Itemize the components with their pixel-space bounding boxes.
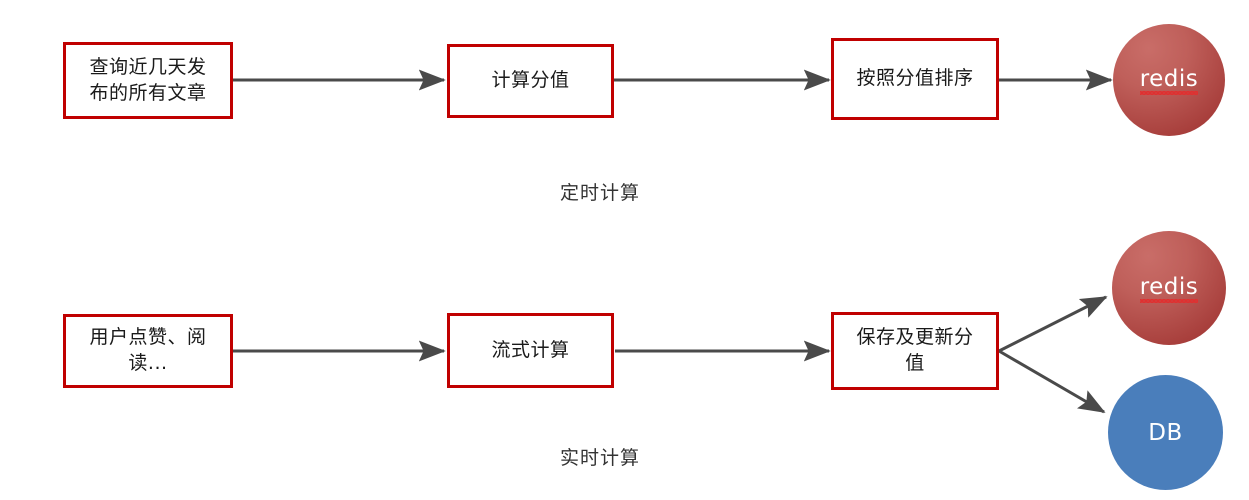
node-redis-store-1[interactable]: redis	[1113, 24, 1225, 136]
node-label: 计算分值	[491, 69, 570, 92]
node-label: 用户点赞、阅 读...	[89, 325, 206, 376]
node-label-line1: 用户点赞、阅	[89, 326, 207, 349]
node-label-line2: 读...	[128, 352, 168, 374]
connector-save-to-redis2	[998, 295, 1108, 353]
node-sort-by-score[interactable]: 按照分值排序	[831, 38, 999, 120]
node-label-line2: 值	[905, 352, 925, 374]
node-label: 保存及更新分 值	[856, 325, 973, 376]
node-label: 查询近几天发 布的所有文章	[89, 55, 206, 106]
caption-text: 实时计算	[560, 447, 641, 469]
node-compute-score[interactable]: 计算分值	[447, 44, 614, 118]
node-query-articles[interactable]: 查询近几天发 布的所有文章	[63, 42, 233, 119]
node-label: DB	[1148, 419, 1183, 446]
node-label-line2: 布的所有文章	[89, 81, 207, 104]
node-label: 按照分值排序	[856, 67, 974, 90]
node-label: redis	[1139, 274, 1199, 303]
node-label-line1: 查询近几天发	[89, 55, 207, 78]
node-db-store[interactable]: DB	[1108, 375, 1223, 490]
caption-realtime: 实时计算	[560, 443, 640, 470]
node-stream-compute[interactable]: 流式计算	[447, 313, 614, 388]
node-user-actions[interactable]: 用户点赞、阅 读...	[63, 314, 233, 388]
connector-save-to-db	[998, 349, 1106, 414]
node-label-line1: 保存及更新分	[856, 326, 974, 349]
caption-text: 定时计算	[560, 182, 641, 204]
node-redis-store-2[interactable]: redis	[1112, 231, 1226, 345]
node-label: redis	[1139, 66, 1199, 95]
node-label: 流式计算	[491, 338, 570, 361]
node-save-update-score[interactable]: 保存及更新分 值	[831, 312, 999, 390]
caption-scheduled: 定时计算	[560, 178, 640, 205]
